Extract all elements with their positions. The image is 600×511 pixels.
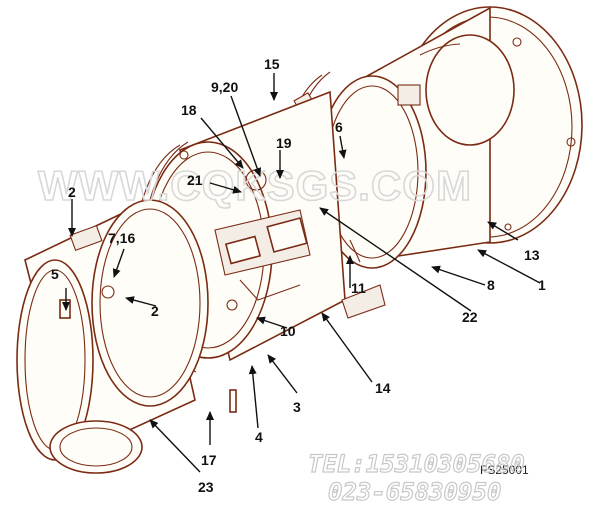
figure-code: FS25001 (480, 463, 529, 477)
callout-2-lower: 2 (151, 303, 159, 319)
callout-labels: 13 1 8 11 22 14 10 3 4 17 23 2 5 7,16 2 … (51, 56, 546, 495)
callout-23: 23 (198, 479, 214, 495)
callout-6: 6 (335, 119, 343, 135)
callout-18: 18 (181, 102, 197, 118)
callout-13: 13 (524, 247, 540, 263)
callout-5: 5 (51, 266, 59, 282)
right-housing (317, 6, 583, 269)
callout-4: 4 (255, 429, 263, 445)
callout-2-upper: 2 (68, 184, 76, 200)
callout-21: 21 (187, 172, 203, 188)
watermark-text: WWW.CQKSGS.COM (38, 162, 472, 209)
callout-14: 14 (375, 380, 391, 396)
callout-19: 19 (276, 135, 292, 151)
callout-1: 1 (538, 277, 546, 293)
callout-17: 17 (201, 452, 217, 468)
callout-22: 22 (462, 309, 478, 325)
callout-7-16: 7,16 (108, 230, 135, 246)
callout-8: 8 (487, 277, 495, 293)
left-inlet-section (16, 198, 237, 474)
contact-tel: TEL:15310305680 (308, 450, 525, 478)
callout-9-20: 9,20 (211, 79, 238, 95)
callout-11: 11 (351, 280, 366, 296)
callout-3: 3 (293, 399, 301, 415)
callout-10: 10 (280, 323, 296, 339)
leader-lines (62, 73, 541, 473)
contact-phone: 023-65830950 (328, 478, 501, 506)
callout-15: 15 (264, 56, 280, 72)
